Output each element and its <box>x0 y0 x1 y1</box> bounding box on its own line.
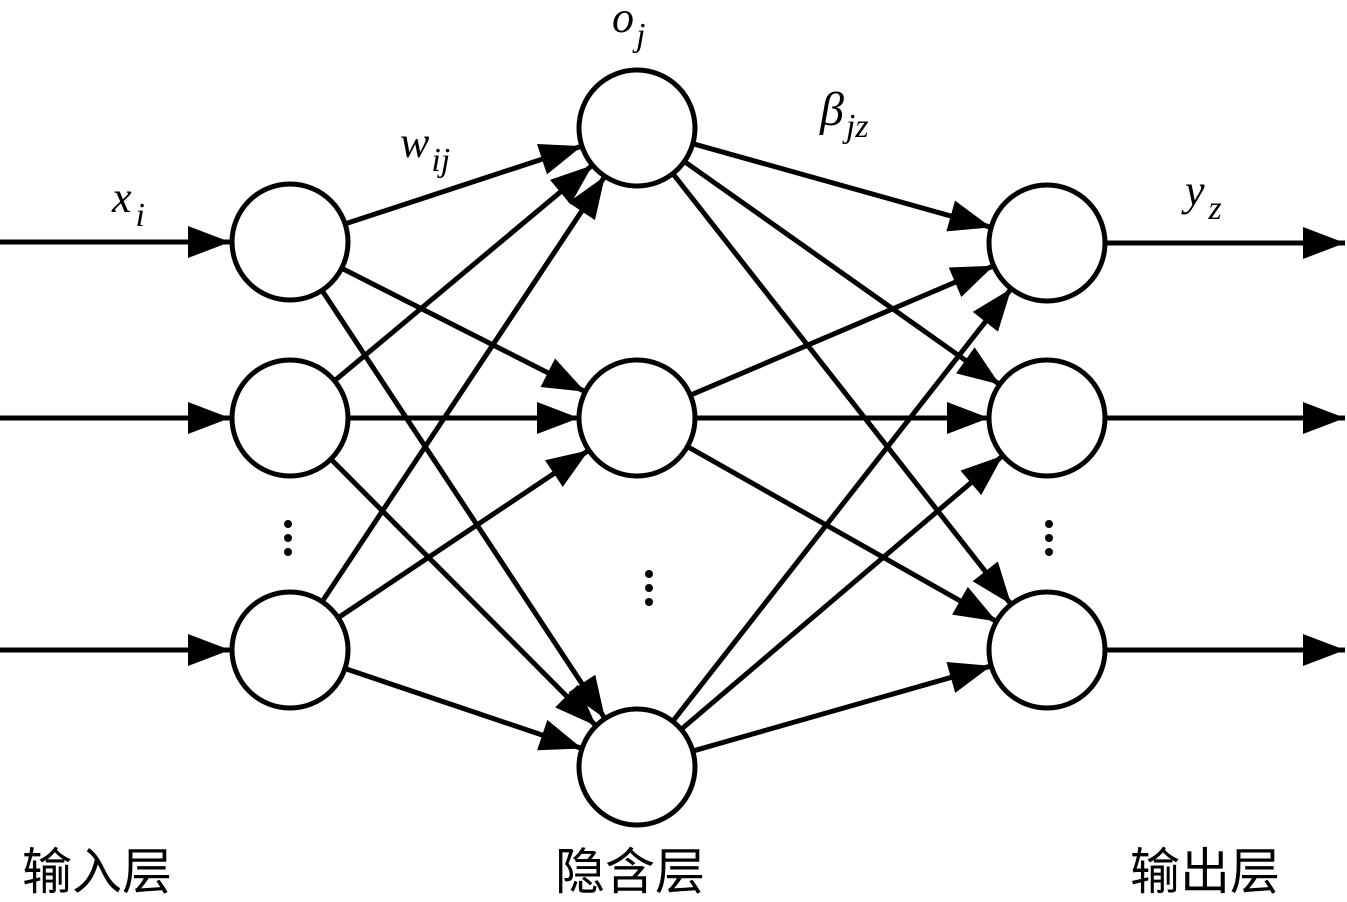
hidden-ellipsis-dot-1 <box>645 584 653 592</box>
edge-h1-out2-line <box>686 444 998 624</box>
edge-in2-h0-line <box>320 174 607 604</box>
output-layer-label: 输出层 <box>1130 843 1280 901</box>
input-node-2 <box>229 589 351 711</box>
nodes <box>229 67 1108 828</box>
input-node-1 <box>229 357 351 479</box>
output-ellipsis-dot-1 <box>1045 534 1053 542</box>
input-weight-symbol: wij <box>400 118 450 179</box>
edge-in2-h1-line <box>336 448 591 620</box>
edge-h2-out2-line <box>692 663 992 754</box>
ellipses <box>284 520 1053 606</box>
edge-h2-out2-arrowhead <box>946 662 992 693</box>
input-arrow-1-arrowhead <box>188 402 230 434</box>
edge-h2-out0-arrowhead <box>972 288 1012 332</box>
input-node-0 <box>229 181 351 303</box>
hidden-node-1 <box>576 357 698 479</box>
edge-in0-h1-line <box>340 266 587 394</box>
edge-in1-h0-line <box>332 163 595 383</box>
output-arrow-2-arrowhead <box>1303 634 1345 666</box>
edge-h2-out1-line <box>679 453 1005 732</box>
edge-in0-h1-arrowhead <box>540 358 586 392</box>
input-ellipsis-dot-0 <box>284 520 292 528</box>
edge-in0-h2-arrowhead <box>568 674 606 719</box>
input-ellipsis-dot-1 <box>284 534 292 542</box>
input-layer-label: 输入层 <box>22 843 172 901</box>
edge-h0-out2-line <box>670 172 1014 606</box>
hidden-node-2 <box>576 706 698 828</box>
edge-in1-h0-arrowhead <box>550 165 593 205</box>
edge-in0-h0-arrowhead <box>537 144 582 175</box>
output-ellipsis-dot-2 <box>1045 548 1053 556</box>
edge-in1-h2-arrowhead <box>555 684 597 726</box>
edge-in1-h1-arrowhead <box>537 402 579 434</box>
edge-h0-out0-arrowhead <box>946 200 992 232</box>
edge-in0-h2-line <box>319 289 608 720</box>
edge-h1-out0-line <box>689 263 995 398</box>
edge-h2-out0-line <box>670 287 1014 723</box>
hidden-layer-label: 隐含层 <box>555 843 705 901</box>
input-ellipsis-dot-2 <box>284 548 292 556</box>
edge-in2-h1-arrowhead <box>544 450 589 487</box>
edge-h0-out0-line <box>692 141 992 230</box>
edge-h1-out2-arrowhead <box>952 586 997 622</box>
output-arrow-0-arrowhead <box>1303 227 1345 259</box>
edge-h1-out1-arrowhead <box>947 402 989 434</box>
edge-h0-out1-arrowhead <box>956 347 1000 385</box>
output-arrow-1-arrowhead <box>1303 402 1345 434</box>
hidden-ellipsis-dot-0 <box>645 570 653 578</box>
output-ellipsis-dot-0 <box>1045 520 1053 528</box>
edge-h1-out0-arrowhead <box>948 265 994 297</box>
input-arrow-0-arrowhead <box>188 226 230 258</box>
output-node-2 <box>986 589 1108 711</box>
connections <box>0 141 1345 754</box>
output-node-0 <box>986 182 1108 304</box>
edge-h2-out1-arrowhead <box>960 455 1003 496</box>
edge-in1-h2-line <box>329 457 598 728</box>
hidden-output-symbol: oj <box>612 0 645 54</box>
input-arrow-2-arrowhead <box>188 634 230 666</box>
hidden-node-0 <box>576 67 698 189</box>
edge-h0-out1-line <box>682 159 1002 387</box>
output-node-1 <box>986 357 1108 479</box>
edge-in2-h2-arrowhead <box>537 719 583 751</box>
output-weight-symbol: βjz <box>819 83 869 145</box>
hidden-ellipsis-dot-2 <box>645 598 653 606</box>
edge-h0-out2-arrowhead <box>972 561 1012 605</box>
edge-in2-h0-arrowhead <box>568 176 605 221</box>
